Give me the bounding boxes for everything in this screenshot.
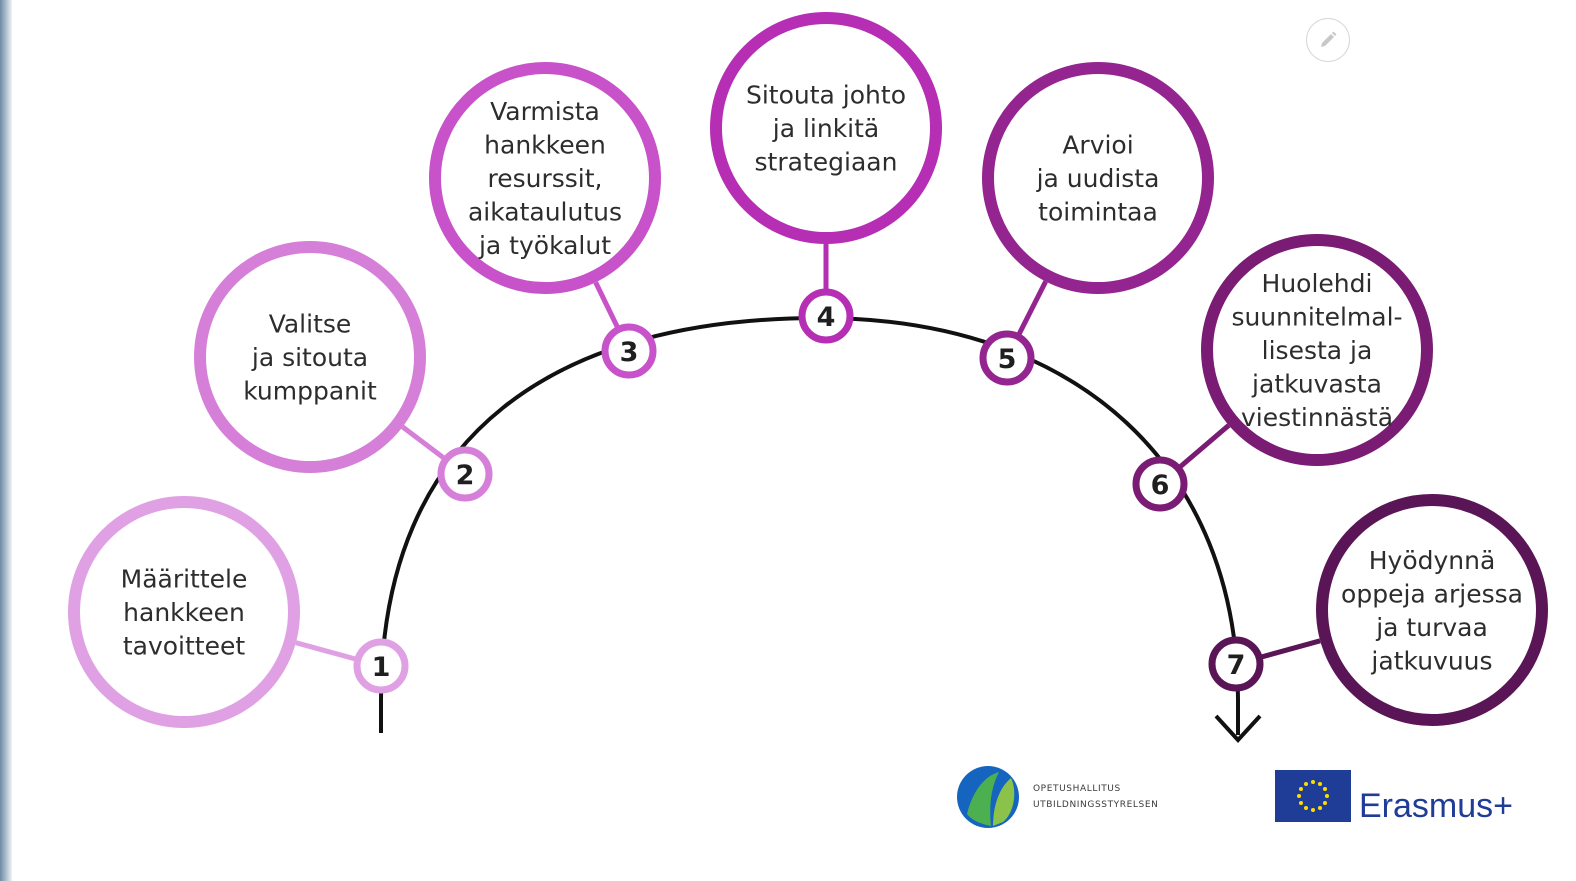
step-text-line: suunnitelmal- xyxy=(1231,303,1402,332)
step-circle xyxy=(194,241,426,473)
step-text-line: Arvioi xyxy=(1062,131,1133,160)
step-number-badge xyxy=(798,288,854,344)
step-text-line: oppeja arjessa xyxy=(1341,579,1523,608)
step-text-line: ja turvaa xyxy=(1375,613,1488,642)
step-5: Arvioi ja uudista toimintaa 5 xyxy=(979,62,1214,386)
oph-name-sv: UTBILDNINGSSTYRELSEN xyxy=(1033,800,1159,810)
step-7: Hyödynnä oppeja arjessa ja turvaa jatkuvuus… xyxy=(1208,494,1548,726)
step-text-line: tavoitteet xyxy=(123,632,246,661)
step-number-badge xyxy=(1208,636,1264,692)
step-number-badge xyxy=(979,330,1035,386)
step-1: Määrittele hankkeen tavoitteet 1 xyxy=(68,496,409,728)
step-text-line: jatkuvuus xyxy=(1370,646,1492,675)
step-text-line: jatkuvasta xyxy=(1251,370,1382,399)
step-circle xyxy=(1201,234,1433,466)
step-number-badge xyxy=(601,323,657,379)
step-circle xyxy=(710,12,942,244)
step-text-line: Määrittele xyxy=(121,565,248,594)
step-text-line: Huolehdi xyxy=(1262,269,1373,298)
step-number: 6 xyxy=(1151,470,1170,501)
step-text-line: toimintaa xyxy=(1038,198,1158,227)
step-text-line: Varmista xyxy=(490,97,600,126)
step-number: 3 xyxy=(620,337,639,368)
step-text-line: aikataulutus xyxy=(468,198,622,227)
step-4: Sitouta johto ja linkitä strategiaan 4 xyxy=(710,12,942,344)
step-text-line: Hyödynnä xyxy=(1369,546,1496,575)
step-number-badge xyxy=(1132,456,1188,512)
step-text-line: ja linkitä xyxy=(772,114,880,143)
step-circle xyxy=(1316,494,1548,726)
step-number-badge xyxy=(353,638,409,694)
step-2: Valitse ja sitouta kumppanit 2 xyxy=(194,241,493,502)
step-number: 2 xyxy=(456,460,475,491)
step-number: 7 xyxy=(1227,650,1246,681)
step-text-line: lisesta ja xyxy=(1262,336,1373,365)
step-number: 1 xyxy=(372,652,391,683)
step-text-line: kumppanit xyxy=(243,377,377,406)
oph-logo-icon xyxy=(957,766,1019,828)
step-text-line: hankkeen xyxy=(123,598,245,627)
pencil-icon xyxy=(1321,31,1337,47)
step-text-line: strategiaan xyxy=(755,148,898,177)
erasmus-label: Erasmus+ xyxy=(1359,786,1513,825)
left-edge-strip xyxy=(0,0,12,881)
step-3: Varmista hankkeen resurssit, aikataulutus ja… xyxy=(429,62,661,379)
step-text-line: ja työkalut xyxy=(478,231,611,260)
step-text-line: resurssit, xyxy=(487,164,602,193)
step-text-line: Valitse xyxy=(269,310,352,339)
step-text-line: ja sitouta xyxy=(251,343,368,372)
oph-text: OPETUSHALLITUS UTBILDNINGSSTYRELSEN xyxy=(1033,781,1158,813)
step-text-line: viestinnästä xyxy=(1241,403,1393,432)
step-circle xyxy=(68,496,300,728)
step-text-line: ja uudista xyxy=(1036,164,1160,193)
erasmus-logo: Erasmus+ xyxy=(1275,770,1513,825)
edit-button[interactable] xyxy=(1306,18,1350,62)
arc-path xyxy=(379,315,1240,735)
step-text-line: hankkeen xyxy=(484,131,606,160)
eu-flag-icon xyxy=(1275,770,1351,822)
step-circle xyxy=(982,62,1214,294)
step-number-badge xyxy=(437,446,493,502)
arrow-head-icon xyxy=(1214,714,1262,743)
step-number: 4 xyxy=(817,302,836,333)
step-text-line: Sitouta johto xyxy=(746,81,906,110)
oph-logo: OPETUSHALLITUS UTBILDNINGSSTYRELSEN xyxy=(955,764,1158,830)
oph-name-fi: OPETUSHALLITUS xyxy=(1033,784,1121,794)
step-number: 5 xyxy=(998,344,1017,375)
step-6: Huolehdi suunnitelmal-lisesta ja jatkuvast… xyxy=(1132,234,1433,512)
step-circle xyxy=(429,62,661,294)
